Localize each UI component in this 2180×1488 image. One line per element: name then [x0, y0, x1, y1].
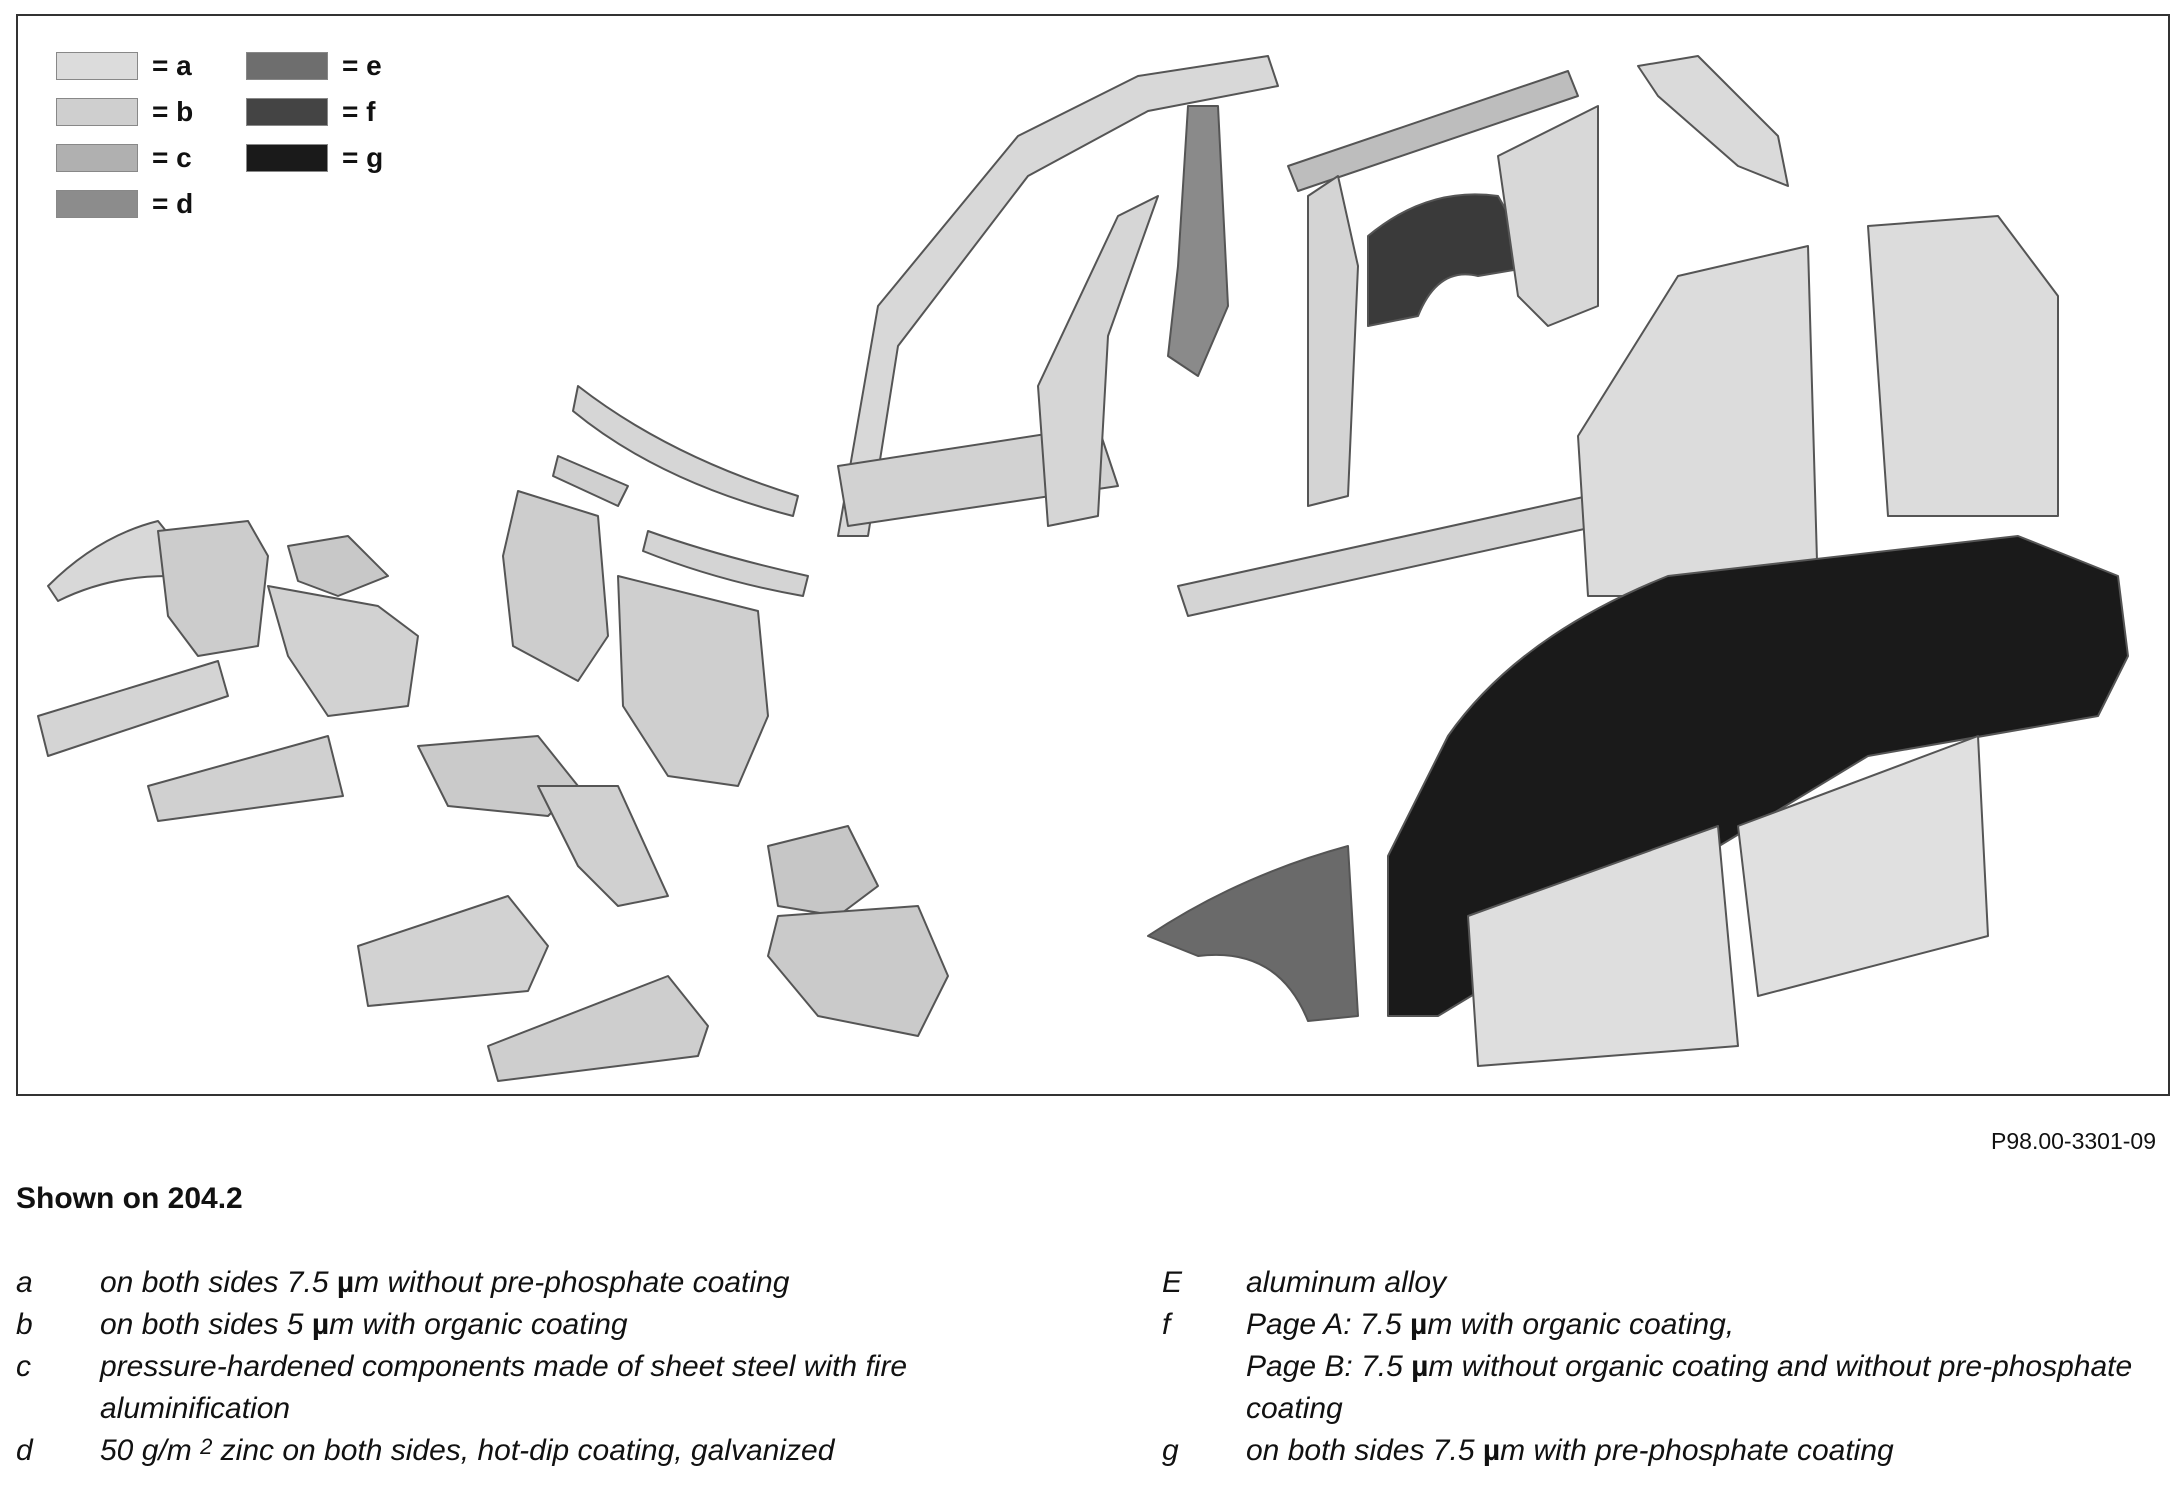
legend-item-c: = c — [56, 142, 192, 174]
front-longitudinal-member — [37, 660, 229, 757]
rear-longitudinal-member — [487, 975, 709, 1082]
front-door-inner-frame — [1577, 245, 1819, 597]
note-text: m with pre-phosphate coating — [1500, 1434, 1894, 1467]
note-f: f Page A: 7.5 µm with organic coating, — [1162, 1304, 2162, 1346]
legend-item-d: = d — [56, 188, 193, 220]
rear-side-inner-panel — [1497, 105, 1599, 327]
firewall-right — [617, 575, 769, 787]
note-text: m without pre-phosphate coating — [354, 1266, 790, 1299]
legend-swatch-d — [56, 190, 138, 218]
note-text: zinc on both sides, hot-dip coating, gal… — [212, 1434, 835, 1467]
legend-item-f: = f — [246, 96, 375, 128]
tunnel-part — [537, 785, 669, 907]
note-text: on both sides 5 — [100, 1308, 312, 1341]
d-pillar-part — [1637, 55, 1789, 187]
note-key: a — [16, 1266, 33, 1299]
front-bracket-part — [287, 535, 389, 597]
rear-inner-part — [767, 905, 949, 1037]
micro-symbol: µ — [1482, 1434, 1501, 1467]
legend-label-d: = d — [152, 188, 194, 219]
note-g: g on both sides 7.5 µm with pre-phosphat… — [1162, 1430, 2162, 1472]
note-text: m with organic coating — [329, 1308, 628, 1341]
micro-symbol: µ — [336, 1266, 355, 1299]
front-inner-panel — [267, 585, 419, 717]
note-a: a on both sides 7.5 µm without pre-phosp… — [16, 1262, 1096, 1304]
micro-symbol: µ — [1411, 1350, 1429, 1383]
rear-floor-part — [357, 895, 549, 1007]
note-text: Page B: 7.5 — [1246, 1350, 1412, 1383]
note-key: d — [16, 1434, 33, 1467]
note-key: E — [1162, 1266, 1183, 1299]
legend-label-b: = b — [152, 96, 194, 127]
micro-symbol: µ — [311, 1308, 330, 1341]
firewall-left — [502, 490, 609, 682]
rear-bracket-part — [767, 825, 879, 917]
legend-swatch-c — [56, 144, 138, 172]
front-strut-tower-part — [157, 520, 269, 657]
legend-item-e: = e — [246, 50, 382, 82]
note-text: m with organic coating, — [1427, 1308, 1735, 1341]
rear-door-inner-frame — [1867, 215, 2059, 517]
side-sill-inner — [1177, 495, 1599, 617]
legend-swatch-e — [246, 52, 328, 80]
roof-bow-front — [572, 385, 799, 517]
note-text: 50 g/m — [100, 1434, 201, 1467]
roof-bow-middle — [552, 455, 629, 507]
legend-label-a: = a — [152, 50, 192, 81]
note-text: on both sides 7.5 — [100, 1266, 337, 1299]
note-key: b — [16, 1308, 33, 1341]
rear-door-outer — [1737, 735, 1989, 997]
micro-symbol: µ — [1410, 1308, 1428, 1341]
note-d: d 50 g/m 2 zinc on both sides, hot-dip c… — [16, 1430, 1096, 1472]
color-legend: = a = b = c = d = e = f = g — [40, 50, 420, 240]
note-text: m without organic coating and without pr… — [1246, 1350, 2133, 1425]
front-door-outer — [1467, 825, 1739, 1067]
front-sill-part — [147, 735, 344, 822]
note-f-continued: Page B: 7.5 µm without organic coating a… — [1162, 1346, 2162, 1430]
legend-label-g: = g — [342, 142, 384, 173]
note-key: c — [16, 1350, 31, 1383]
side-frame-front-a-pillar — [837, 55, 1279, 537]
legend-label-e: = e — [342, 50, 382, 81]
note-text: pressure-hardened components made of she… — [100, 1350, 908, 1425]
legend-swatch-a — [56, 52, 138, 80]
c-pillar-part — [1307, 175, 1359, 507]
body-structure-diagram: = a = b = c = d = e = f = g — [16, 14, 2170, 1096]
notes-left-column: a on both sides 7.5 µm without pre-phosp… — [16, 1262, 1096, 1472]
notes-right-column: E aluminum alloy f Page A: 7.5 µm with o… — [1162, 1262, 2162, 1472]
b-pillar-outer — [1037, 195, 1159, 527]
legend-swatch-g — [246, 144, 328, 172]
note-text: Page A: 7.5 — [1246, 1308, 1411, 1341]
legend-item-g: = g — [246, 142, 383, 174]
inner-roof-rail — [1287, 70, 1579, 192]
front-fender — [1147, 845, 1359, 1022]
legend-swatch-b — [56, 98, 138, 126]
note-key: g — [1162, 1434, 1179, 1467]
legend-item-b: = b — [56, 96, 193, 128]
b-pillar-reinforcement — [1167, 105, 1229, 377]
roof-bow-rear — [642, 530, 809, 597]
note-text: on both sides 7.5 — [1246, 1434, 1483, 1467]
figure-code: P98.00-3301-09 — [1991, 1128, 2156, 1154]
note-c: c pressure-hardened components made of s… — [16, 1346, 1096, 1430]
legend-label-c: = c — [152, 142, 192, 173]
superscript: 2 — [200, 1434, 213, 1459]
shown-on-label: Shown on 204.2 — [16, 1182, 243, 1215]
note-b: b on both sides 5 µm with organic coatin… — [16, 1304, 1096, 1346]
note-key: f — [1162, 1308, 1171, 1341]
note-text: aluminum alloy — [1246, 1266, 1447, 1299]
legend-swatch-f — [246, 98, 328, 126]
legend-label-f: = f — [342, 96, 376, 127]
car-body-parts-illustration — [37, 55, 2129, 1082]
note-e: E aluminum alloy — [1162, 1262, 2162, 1304]
legend-item-a: = a — [56, 50, 192, 82]
